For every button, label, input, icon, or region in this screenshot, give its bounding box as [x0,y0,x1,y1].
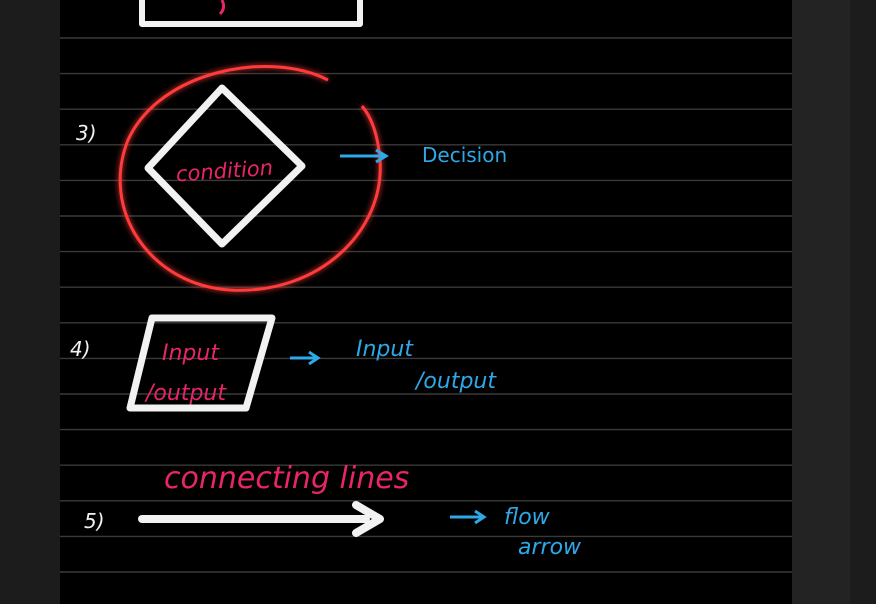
io-shape-label-line2: /output [144,381,227,406]
notebook-page [60,0,792,604]
flow-description-line1: flow [504,505,551,530]
io-arrow-head [308,350,321,366]
decision-diamond [144,84,306,248]
flow-desc-arrow-head [474,509,487,525]
flow-arrow-head [352,501,384,537]
io-description-line1: Input [356,337,414,362]
partial-terminal-shape [139,0,363,27]
input-output-item: 4) Input /output Input /output [70,314,497,412]
right-margin-panel [792,0,850,604]
item-number-3: 3) [76,121,97,145]
connecting-lines-item: connecting lines 5) flow arrow [84,461,582,560]
decision-description: Decision [422,143,507,167]
decision-arrow-head [375,148,389,164]
flow-description-line2: arrow [518,535,582,560]
item-number-4: 4) [70,337,91,361]
io-description-line2: /output [414,369,497,394]
ruled-lines [60,37,792,573]
parallelogram-shape [126,314,276,412]
item-number-5: 5) [84,509,105,533]
connecting-lines-heading: connecting lines [164,461,409,496]
io-shape-label-line1: Input [162,341,220,366]
decision-item: 3) condition Decision [76,65,507,292]
